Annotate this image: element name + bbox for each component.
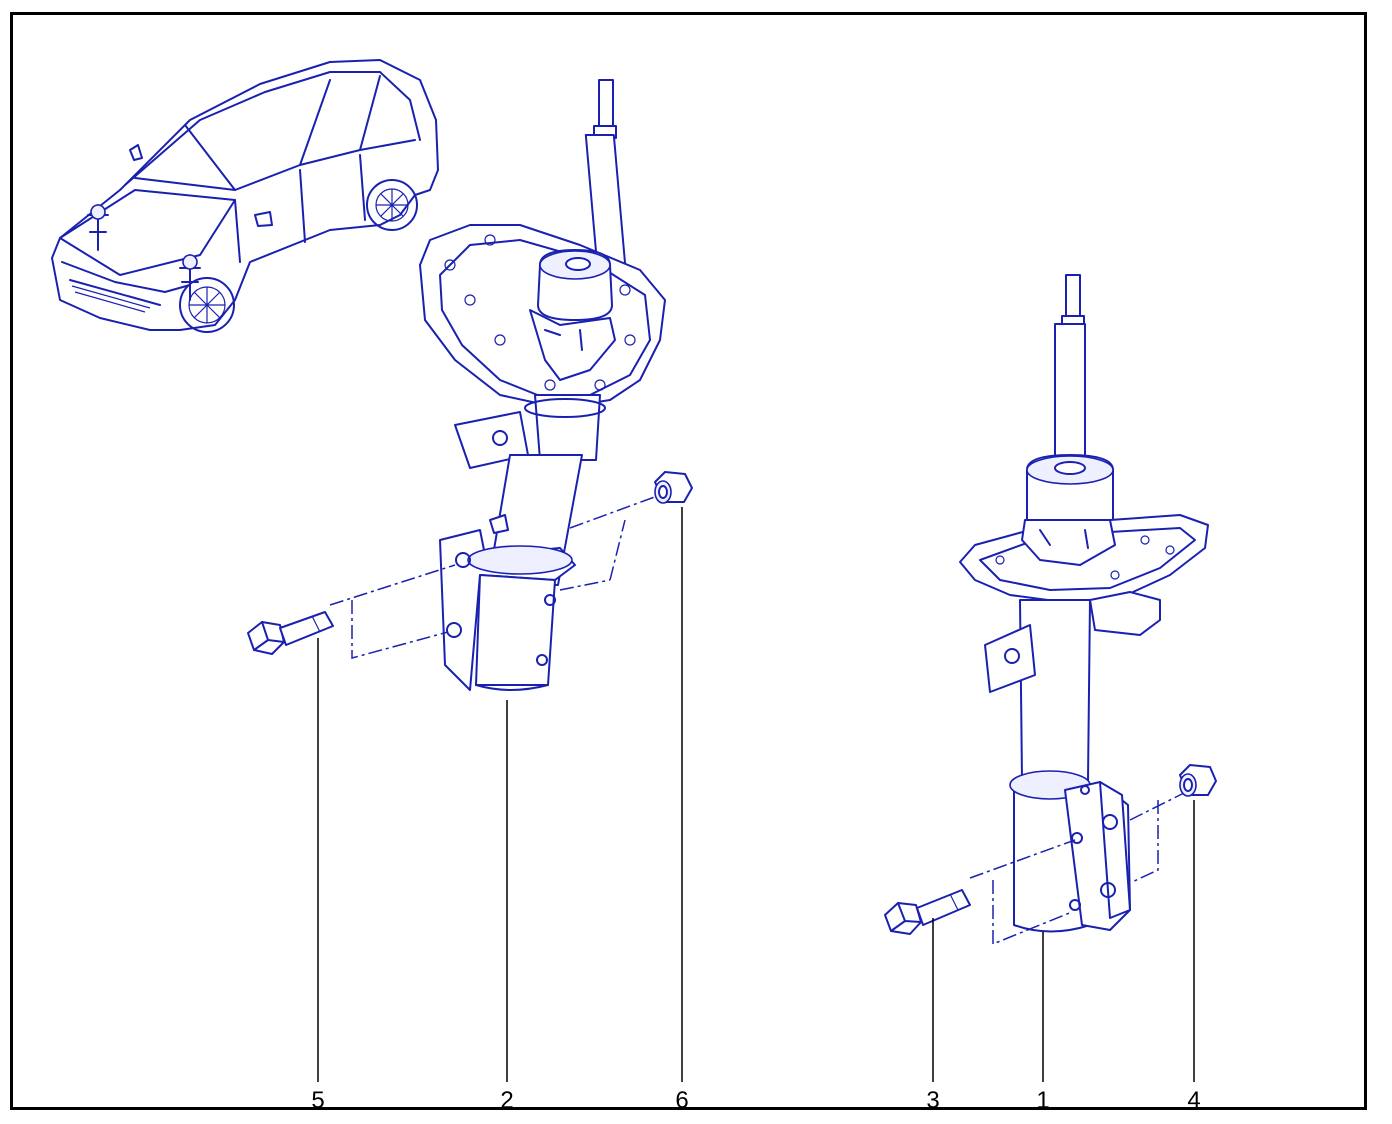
leader-lines xyxy=(317,507,1195,1082)
callout-2: 2 xyxy=(500,1087,513,1114)
bolt-icon xyxy=(247,611,334,655)
callout-6: 6 xyxy=(675,1087,688,1114)
bolt-icon xyxy=(884,889,971,935)
callout-4: 4 xyxy=(1187,1087,1200,1114)
nut-icon xyxy=(1179,764,1217,797)
callout-3: 3 xyxy=(926,1087,939,1114)
left-strut-icon xyxy=(419,79,666,691)
vehicle-icon xyxy=(51,59,439,333)
nut-icon xyxy=(654,471,693,504)
callout-5: 5 xyxy=(311,1087,324,1114)
right-strut-icon xyxy=(959,274,1209,933)
callout-1: 1 xyxy=(1036,1087,1049,1114)
